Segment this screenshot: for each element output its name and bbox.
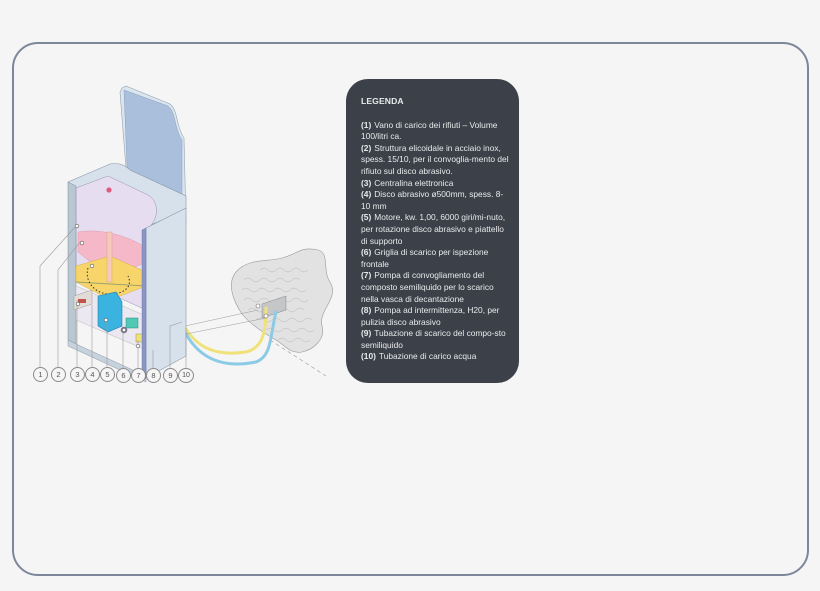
callout-label: 9 <box>168 371 173 380</box>
legend-item-4: (4)Disco abrasivo ø500mm, spess. 8-10 mm <box>361 189 504 211</box>
legend-item-3: (3)Centralina elettronica <box>361 177 454 188</box>
callout-10: 10 <box>178 368 194 383</box>
callout-6: 6 <box>116 368 131 383</box>
callout-label: 8 <box>151 371 156 380</box>
callout-label: 6 <box>121 371 126 380</box>
callout-label: 7 <box>136 371 141 380</box>
callout-label: 10 <box>182 372 190 379</box>
callout-label: 4 <box>90 370 95 379</box>
callout-8: 8 <box>146 368 161 383</box>
callout-4: 4 <box>85 367 100 382</box>
legend-item-7: (7)Pompa di convogliamento del composto … <box>361 270 494 304</box>
legend-item-1: (1)Vano di carico dei rifiuti – Volume 1… <box>361 119 498 142</box>
legend-panel: LEGENDA (1)Vano di carico dei rifiuti – … <box>346 79 519 383</box>
legend-item-6: (6)Griglia di scarico per ispezione fron… <box>361 247 489 269</box>
callout-3: 3 <box>70 367 85 382</box>
callout-dots <box>74 223 141 349</box>
callout-label: 3 <box>75 370 80 379</box>
callout-5: 5 <box>100 367 115 382</box>
machine-body <box>67 163 187 383</box>
callout-label: 5 <box>105 370 110 379</box>
legend-item-2: (2)Struttura elicoidale in acciaio inox,… <box>361 142 509 176</box>
legend-item-9: (9)Tubazione di scarico del compo-sto se… <box>361 328 506 350</box>
callout-7: 7 <box>131 368 146 383</box>
callout-2: 2 <box>51 367 66 382</box>
callout-lines <box>39 225 187 368</box>
pipes <box>175 303 278 366</box>
callout-label: 1 <box>38 370 43 379</box>
legend-item-10: (10)Tubazione di carico acqua <box>361 351 477 362</box>
callout-9: 9 <box>163 368 178 383</box>
legend-item-8: (8)Pompa ad intermittenza, H20, per puli… <box>361 305 500 327</box>
legend-item-5: (5)Motore, kw. 1,00, 6000 giri/mi-nuto, … <box>361 212 506 246</box>
legend-title: LEGENDA <box>361 96 404 106</box>
callout-1: 1 <box>33 367 48 382</box>
callout-label: 2 <box>56 370 61 379</box>
